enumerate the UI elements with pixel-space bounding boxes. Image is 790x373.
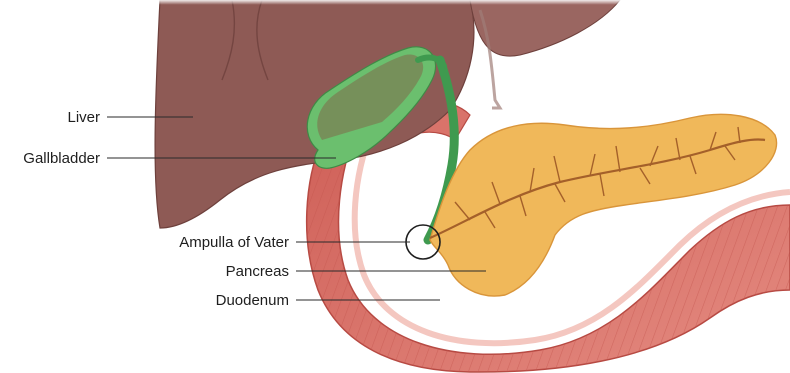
liver-label: Liver — [67, 109, 100, 126]
gallbladder-label: Gallbladder — [23, 150, 100, 167]
pancreas-label: Pancreas — [226, 263, 289, 280]
duodenum-label: Duodenum — [216, 292, 289, 309]
ampulla-label: Ampulla of Vater — [179, 234, 289, 251]
